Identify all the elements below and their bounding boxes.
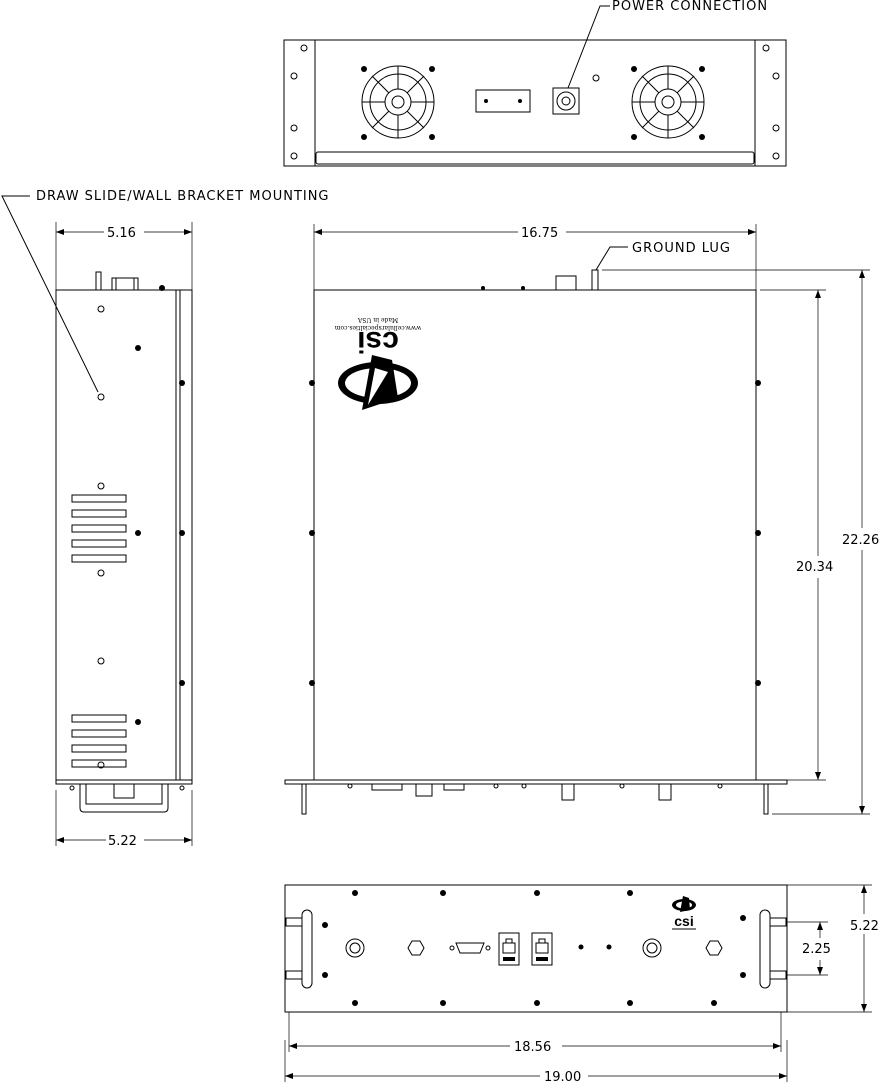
rear-view: csi 5.22 2.25 18.56 19.00 bbox=[285, 885, 879, 1083]
company-logo: csi Made in USA www.cellularspecialties.… bbox=[335, 316, 422, 410]
dim-top-width: 16.75 bbox=[521, 226, 558, 241]
rf-connector-right bbox=[643, 939, 661, 957]
draw-slide-label: DRAW SLIDE/WALL BRACKET MOUNTING bbox=[36, 189, 330, 204]
plate-made-in: Made in USA bbox=[357, 316, 398, 323]
top-view: 16.75 GROUND LUG csi Made in USA www.cel… bbox=[285, 224, 879, 814]
power-connection-label: POWER CONNECTION bbox=[612, 0, 768, 14]
dim-rear-overall-width: 19.00 bbox=[544, 1070, 581, 1083]
serial-port bbox=[450, 943, 490, 953]
ethernet-port-2 bbox=[532, 933, 552, 965]
dim-side-top: 5.16 bbox=[107, 226, 136, 241]
rf-connector-left bbox=[346, 939, 364, 957]
side-view: DRAW SLIDE/WALL BRACKET MOUNTING 5.16 bbox=[2, 189, 330, 849]
plate-website: www.cellularspecialties.com bbox=[335, 324, 422, 331]
ethernet-port-1 bbox=[499, 933, 519, 965]
ground-lug-label: GROUND LUG bbox=[632, 241, 731, 256]
power-connector bbox=[553, 88, 579, 114]
dim-rear-mount-width: 18.56 bbox=[514, 1040, 551, 1055]
front-view: POWER CONNECTION bbox=[284, 0, 786, 166]
dim-top-depth-overall: 22.26 bbox=[842, 533, 879, 548]
dim-rear-height: 5.22 bbox=[850, 919, 879, 934]
rear-logo: csi bbox=[672, 896, 696, 929]
fan-right bbox=[631, 66, 705, 140]
rear-logo-text: csi bbox=[674, 913, 693, 929]
dim-top-depth-inner: 20.34 bbox=[796, 560, 833, 575]
dim-rear-connector-spacing: 2.25 bbox=[802, 942, 831, 957]
fan-left bbox=[361, 66, 435, 140]
dim-side-bottom: 5.22 bbox=[108, 834, 137, 849]
